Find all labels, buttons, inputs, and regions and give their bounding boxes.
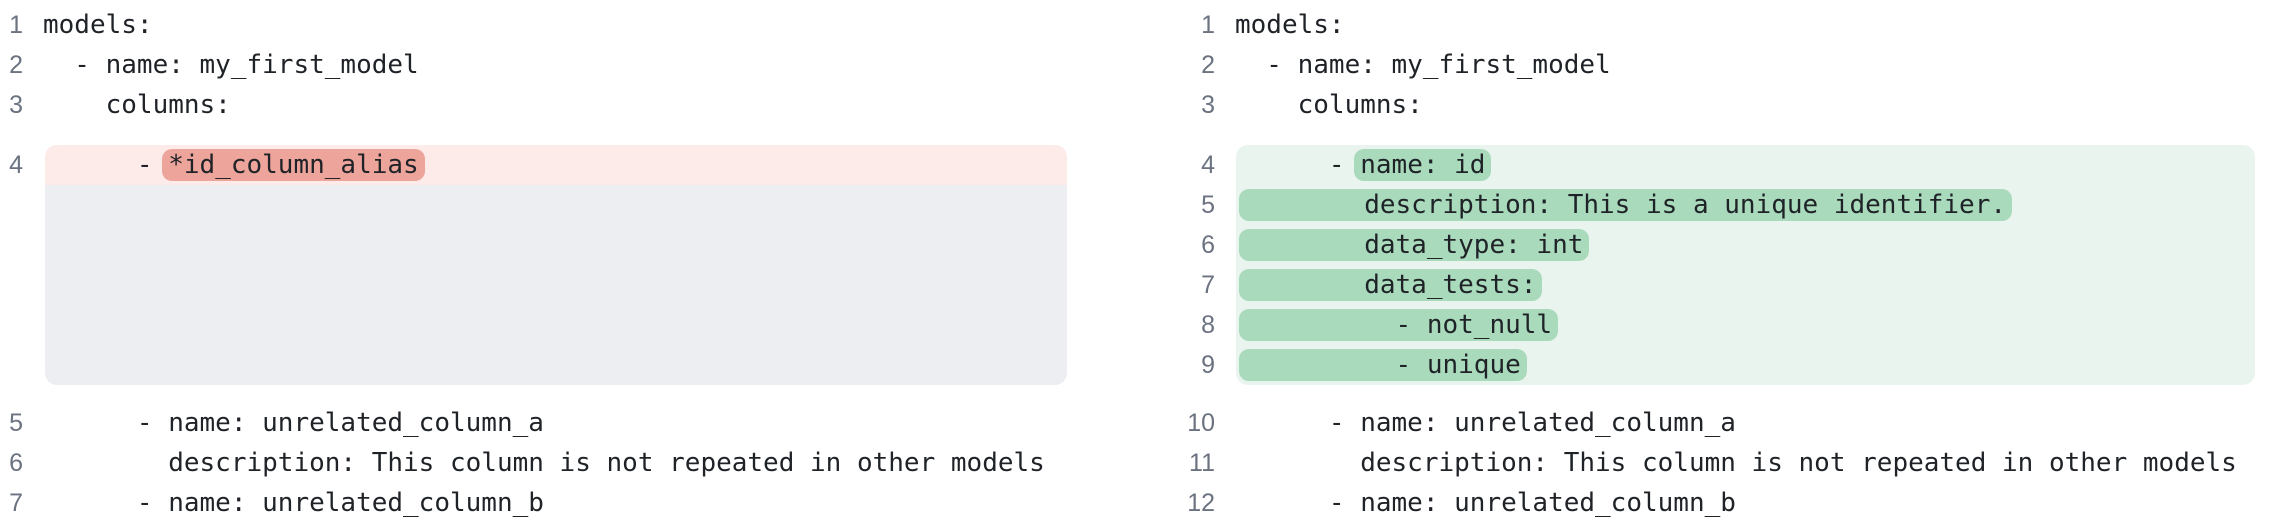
code-text: description: This column is not repeated… [1215, 443, 2278, 483]
code-line: 12 - name: unrelated_column_b [1187, 483, 2278, 523]
line-number: 3 [9, 91, 23, 119]
added-token: - unique [1239, 349, 1527, 381]
line-number: 10 [1187, 409, 1215, 437]
code-line: 2 - name: my_first_model [1192, 45, 2278, 85]
code-line: 5 - name: unrelated_column_a [0, 403, 1139, 443]
line-number: 7 [9, 489, 23, 517]
line-number: 3 [1201, 91, 1215, 119]
code-text: columns: [1215, 85, 2278, 125]
code-text: - *id_column_alias [23, 145, 1139, 185]
code-text: - name: unrelated_column_b [1215, 483, 2278, 523]
diff-line-added: 5 description: This is a unique identifi… [1192, 185, 2278, 225]
line-number: 5 [1201, 191, 1215, 219]
line-number: 4 [1201, 151, 1215, 179]
removed-lines-section: 4 - *id_column_alias [0, 145, 1139, 385]
code-line: 11 description: This column is not repea… [1189, 443, 2278, 483]
code-text: models: [1215, 5, 2278, 45]
code-segment: - name: my_first_model [43, 50, 419, 80]
code-line: 2 - name: my_first_model [0, 45, 1139, 85]
diff-line-added: 8 - not_null [1192, 305, 2278, 345]
removed-block-background [45, 145, 1067, 385]
code-text: - unique [1215, 345, 2278, 385]
diff-line-removed: 4 - *id_column_alias [0, 145, 1139, 185]
code-segment: models: [43, 10, 153, 40]
code-text: - name: id [1215, 145, 2278, 185]
code-text: - not_null [1215, 305, 2278, 345]
code-segment: - name: my_first_model [1235, 50, 1611, 80]
removed-token: *id_column_alias [162, 149, 425, 181]
code-segment: columns: [43, 90, 231, 120]
code-segment: - name: unrelated_column_a [43, 408, 544, 438]
code-text: - name: unrelated_column_a [1215, 403, 2278, 443]
code-line: 1 models: [1192, 5, 2278, 45]
code-segment: description: This column is not repeated… [1235, 448, 2237, 478]
line-number: 12 [1187, 489, 1215, 517]
line-number: 7 [1201, 271, 1215, 299]
line-number: 2 [1201, 51, 1215, 79]
diff-line-added: 9 - unique [1192, 345, 2278, 385]
code-line: 10 - name: unrelated_column_a [1187, 403, 2278, 443]
code-text: description: This is a unique identifier… [1215, 185, 2278, 225]
code-segment: description: This column is not repeated… [43, 448, 1045, 478]
code-segment: - [1235, 150, 1361, 180]
code-text: - name: unrelated_column_b [23, 483, 1139, 523]
added-token: - not_null [1239, 309, 1559, 341]
line-number: 6 [1201, 231, 1215, 259]
code-segment: - [43, 150, 169, 180]
filler-spacer [0, 185, 1139, 385]
code-text: data_tests: [1215, 265, 2278, 305]
line-number: 1 [9, 11, 23, 39]
line-number: 1 [1201, 11, 1215, 39]
added-block-background [1236, 145, 2255, 385]
code-text: - name: my_first_model [23, 45, 1139, 85]
line-number: 6 [9, 449, 23, 477]
code-line: 7 - name: unrelated_column_b [0, 483, 1139, 523]
line-number: 11 [1189, 449, 1215, 477]
code-text: columns: [23, 85, 1139, 125]
diff-line-added: 7 data_tests: [1192, 265, 2278, 305]
added-token: description: This is a unique identifier… [1239, 189, 2013, 221]
added-token: data_type: int [1239, 229, 1590, 261]
code-text: data_type: int [1215, 225, 2278, 265]
code-line: 3 columns: [1192, 85, 2278, 125]
line-number: 8 [1201, 311, 1215, 339]
diff-line-added: 4 - name: id [1192, 145, 2278, 185]
line-number: 9 [1201, 351, 1215, 379]
code-segment: columns: [1235, 90, 1423, 120]
added-token: name: id [1354, 149, 1492, 181]
code-text: description: This column is not repeated… [23, 443, 1139, 483]
added-token: data_tests: [1239, 269, 1543, 301]
code-segment: - name: unrelated_column_b [1235, 488, 1736, 518]
code-text: - name: unrelated_column_a [23, 403, 1139, 443]
line-number: 4 [9, 151, 23, 179]
code-text: models: [23, 5, 1139, 45]
code-segment: models: [1235, 10, 1345, 40]
code-text: - name: my_first_model [1215, 45, 2278, 85]
code-segment: - name: unrelated_column_a [1235, 408, 1736, 438]
code-segment: - name: unrelated_column_b [43, 488, 544, 518]
code-line: 1 models: [0, 5, 1139, 45]
code-line: 3 columns: [0, 85, 1139, 125]
line-number: 2 [9, 51, 23, 79]
line-number: 5 [9, 409, 23, 437]
collapsed-lines-filler [45, 185, 1067, 385]
code-line: 6 description: This column is not repeat… [0, 443, 1139, 483]
diff-line-added: 6 data_type: int [1192, 225, 2278, 265]
